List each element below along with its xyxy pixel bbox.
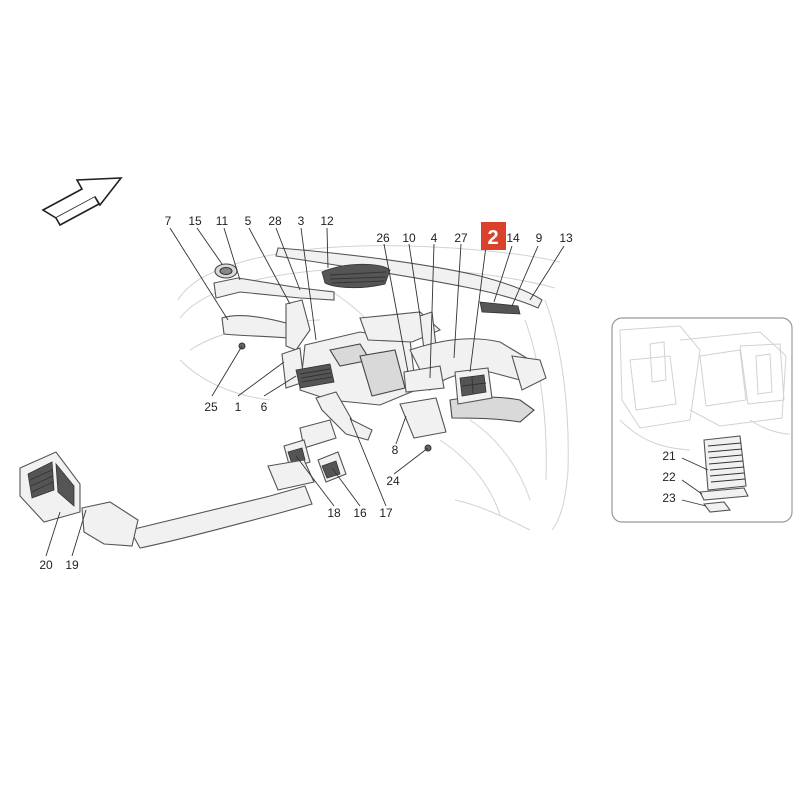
badge-number: 2 <box>487 227 498 249</box>
round-side-vent <box>214 263 238 279</box>
filter-clip <box>702 501 732 513</box>
callout-11: 11 <box>216 214 229 228</box>
callout-21: 21 <box>662 449 676 463</box>
callout-20: 20 <box>39 558 53 572</box>
callout-8: 8 <box>392 443 399 457</box>
left-upper-duct <box>213 277 335 351</box>
callout-15: 15 <box>188 214 202 228</box>
cabin-filter-inset: 21 22 23 <box>611 317 793 523</box>
callout-10: 10 <box>402 231 416 245</box>
direction-arrow-icon <box>41 177 123 227</box>
callout-19: 19 <box>65 558 79 572</box>
rear-console-vent <box>19 451 139 547</box>
badge-box <box>481 222 506 250</box>
callout-13: 13 <box>559 231 573 245</box>
callout-18: 18 <box>327 506 341 520</box>
callout-14: 14 <box>506 231 520 245</box>
callout-9: 9 <box>536 231 543 245</box>
cabin-filter <box>703 435 747 491</box>
callout-17: 17 <box>379 506 393 520</box>
callout-7: 7 <box>165 214 172 228</box>
callout-4: 4 <box>431 231 438 245</box>
callout-23: 23 <box>662 491 676 505</box>
inset-frame <box>611 317 793 523</box>
filter-cover <box>699 487 749 501</box>
inset-hvac-ghost <box>619 325 791 451</box>
callout-12: 12 <box>320 214 334 228</box>
callout-16: 16 <box>353 506 367 520</box>
callout-28: 28 <box>268 214 282 228</box>
callout-1: 1 <box>235 400 242 414</box>
callout-27: 27 <box>454 231 468 245</box>
callout-24: 24 <box>386 474 400 488</box>
callout-labels: 7 15 11 5 28 3 12 26 10 4 27 14 9 13 25 … <box>39 214 573 572</box>
right-duct <box>399 338 547 439</box>
hvac-unit <box>299 311 442 406</box>
center-dash-vent <box>281 347 335 389</box>
callout-5: 5 <box>245 214 252 228</box>
defroster-duct <box>275 247 543 315</box>
callout-leader-lines <box>45 227 565 557</box>
callout-26: 26 <box>376 231 390 245</box>
callout-3: 3 <box>298 214 305 228</box>
callout-6: 6 <box>261 400 268 414</box>
highlight-badge: 2 <box>481 222 506 250</box>
callout-25: 25 <box>204 400 218 414</box>
floor-duct <box>129 391 373 549</box>
callout-22: 22 <box>662 470 676 484</box>
